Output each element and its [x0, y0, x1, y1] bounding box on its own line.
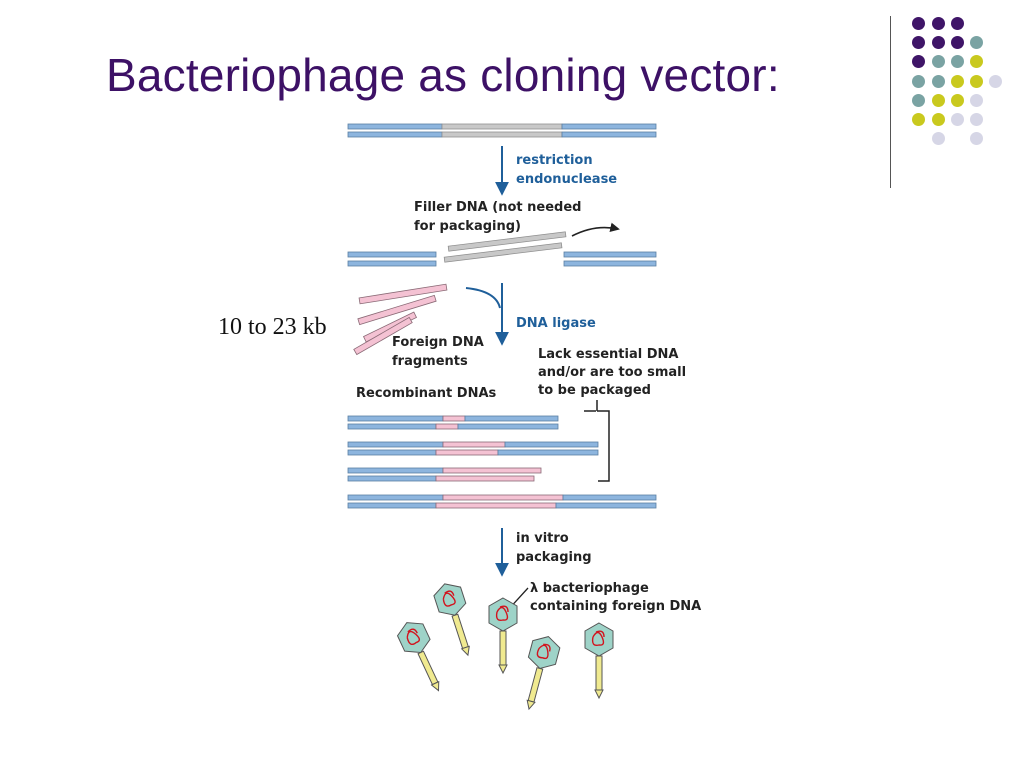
- filler-dna-label: Filler DNA (not needed for packaging): [414, 200, 586, 234]
- decorative-dot: [912, 113, 926, 126]
- decorative-dot: [931, 36, 945, 50]
- recombinant-dna-2: [347, 441, 599, 456]
- phage-particle-4: [526, 636, 561, 711]
- decorative-dot: [950, 17, 964, 30]
- filler-dna-fragment: [443, 231, 567, 263]
- decorative-dot: [931, 113, 945, 126]
- decorative-dot: [931, 74, 945, 88]
- recombinant-dna-4: [347, 494, 657, 509]
- foreign-dna-fragments: [353, 283, 448, 356]
- decorative-dot: [970, 93, 983, 107]
- decorative-dot: [950, 36, 964, 50]
- decorative-dot: [912, 36, 926, 50]
- decorative-dot: [931, 93, 945, 107]
- decorative-dot: [950, 74, 964, 88]
- decorative-dot: [950, 113, 964, 126]
- cut-vector-arms: [347, 251, 657, 267]
- ligase-join-curve: [465, 287, 501, 309]
- phage-particle-3: [488, 597, 518, 675]
- filler-removal-arrow: [571, 222, 620, 237]
- insert-size-label: 10 to 23 kb: [218, 314, 327, 340]
- decorative-dot: [950, 93, 964, 107]
- decorative-dot: [931, 55, 945, 69]
- dna-ligase-label: DNA ligase: [516, 316, 596, 331]
- decorative-dot: [912, 74, 926, 88]
- lambda-vector-dna: [347, 123, 657, 138]
- decorative-dot: [931, 132, 945, 146]
- decorative-dot: [989, 74, 1003, 88]
- phage-particle-5: [584, 622, 614, 700]
- decorative-dot: [970, 74, 983, 88]
- phage-particle-1: [396, 622, 440, 692]
- decorative-dot: [970, 113, 983, 126]
- decorative-dot: [950, 55, 964, 69]
- decorative-dot: [970, 55, 983, 69]
- restriction-enzyme-label: restriction endonuclease: [516, 153, 617, 187]
- decorative-dot: [931, 17, 945, 30]
- decorative-dot: [970, 132, 983, 146]
- title-divider-line: [890, 16, 891, 188]
- recombinant-dna-1: [347, 415, 559, 430]
- recombinant-dna-3: [347, 467, 542, 482]
- decorative-dot: [912, 55, 926, 69]
- in-vitro-packaging-label: in vitro packaging: [516, 531, 592, 565]
- non-packaged-bracket: [584, 400, 610, 482]
- phage-particle-2: [433, 583, 470, 657]
- foreign-dna-fragments-label: Foreign DNA fragments: [392, 335, 488, 369]
- recombinant-dnas-label: Recombinant DNAs: [356, 386, 497, 401]
- decorative-dot: [912, 17, 926, 30]
- lack-essential-dna-label: Lack essential DNA and/or are too small …: [538, 347, 691, 398]
- decorative-dot: [912, 93, 926, 107]
- slide-title: Bacteriophage as cloning vector:: [106, 49, 780, 101]
- lambda-phage-label: λ bacteriophage containing foreign DNA: [530, 581, 701, 614]
- decorative-dot: [970, 36, 983, 50]
